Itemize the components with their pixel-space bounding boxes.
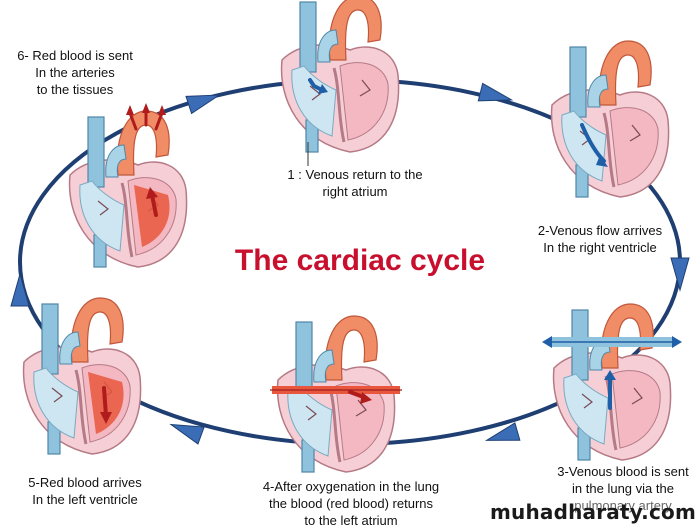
caption-line: In the right ventricle: [543, 240, 657, 255]
ring-arrow-right: [670, 257, 690, 292]
caption-step-4: 4-After oxygenation in the lung the bloo…: [248, 478, 454, 529]
caption-line: pulmonary artery: [574, 498, 672, 513]
caption-line: to the left atrium: [304, 513, 398, 528]
caption-line: to the tissues: [36, 82, 114, 97]
heart-step-4-illustration: [270, 314, 402, 474]
caption-line: 6- Red blood is sent: [17, 48, 133, 63]
ring-arrow-top-left: [185, 94, 221, 115]
heart-step-2-illustration: [550, 39, 671, 199]
caption-line: In the left ventricle: [32, 492, 138, 507]
diagram-title: The cardiac cycle: [234, 244, 486, 277]
caption-step-1: 1 : Venous return to the right atrium: [270, 166, 440, 200]
heart-step-1-illustration: [280, 0, 401, 166]
ring-arrow-top-right: [477, 82, 514, 102]
ring-arrow-left: [10, 272, 30, 307]
caption-step-6: 6- Red blood is sent In the arteries to …: [0, 47, 150, 98]
heart-step-5-illustration: [22, 296, 143, 456]
caption-step-5: 5-Red blood arrives In the left ventricl…: [10, 474, 160, 508]
caption-line: in the lung via the: [572, 481, 674, 496]
caption-line: In the arteries: [35, 65, 115, 80]
caption-line: 2-Venous flow arrives: [537, 223, 663, 238]
caption-step-2: 2-Venous flow arrives In the right ventr…: [525, 222, 675, 256]
heart-step-3-illustration: [542, 302, 682, 462]
watermark: muhadharaty.com: [489, 500, 696, 524]
ring-arrow-bottom-left: [169, 423, 205, 445]
caption-line: 5-Red blood arrives: [28, 475, 142, 490]
caption-line: 3-Venous blood is sent: [557, 464, 689, 479]
caption-line: 4-After oxygenation in the lung: [262, 479, 440, 494]
caption-step-3: 3-Venous blood is sent in the lung via t…: [548, 463, 698, 514]
caption-line: 1 : Venous return to the: [287, 167, 423, 182]
caption-line: the blood (red blood) returns: [268, 496, 434, 511]
heart-step-6-illustration: [68, 103, 189, 269]
ring-arrow-bottom-right: [484, 422, 521, 441]
caption-line: right atrium: [322, 184, 388, 199]
